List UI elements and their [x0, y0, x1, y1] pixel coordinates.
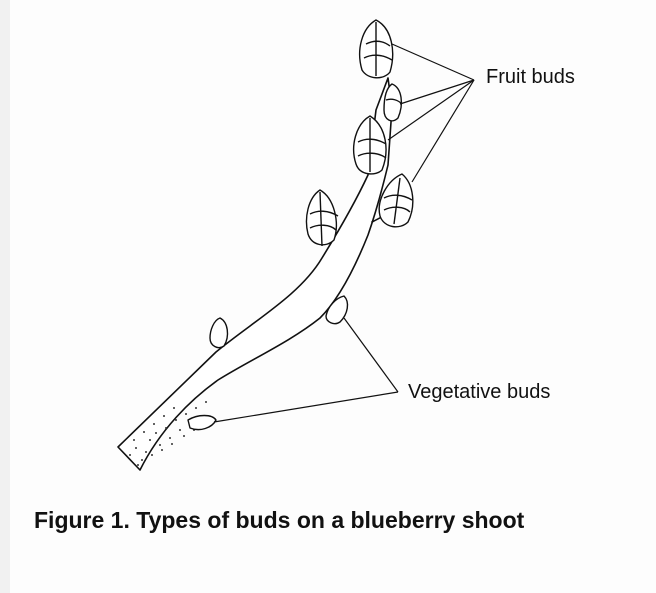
leader-line-veg-1 — [344, 318, 398, 392]
vegetative-bud-left — [210, 318, 227, 348]
vegetative-bud-bottom — [188, 416, 216, 430]
figure-caption: Figure 1. Types of buds on a blueberry s… — [34, 507, 524, 534]
vegetative-buds-label: Vegetative buds — [408, 381, 550, 404]
leader-line-fruit-4 — [412, 80, 474, 182]
leader-line-veg-2 — [214, 392, 398, 422]
fruit-bud-upper-right — [384, 84, 402, 121]
leader-line-fruit-2 — [400, 80, 474, 104]
shoot-stem — [118, 78, 392, 470]
fruit-buds-label: Fruit buds — [486, 66, 575, 89]
fruit-bud-left — [307, 190, 339, 246]
leader-line-fruit-1 — [392, 44, 474, 80]
fruit-bud-top — [360, 20, 393, 78]
